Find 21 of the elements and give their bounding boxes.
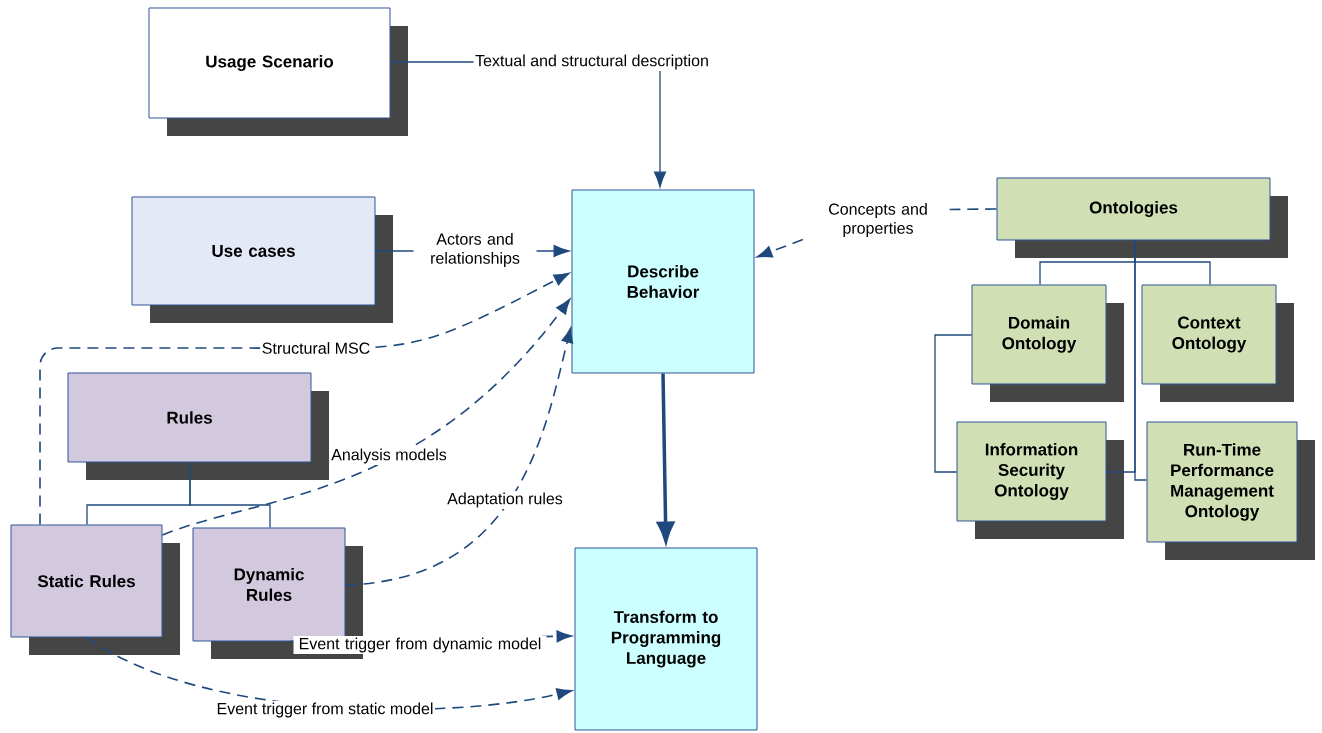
ontology-box: Information Security Ontology <box>956 421 1124 539</box>
edge-label: Event trigger from dynamic model <box>293 636 547 654</box>
edge-label: Textual and structural description <box>473 53 711 71</box>
ontology-box: Run-Time Performance Management Ontology <box>1146 421 1315 560</box>
ontology-box: Context Ontology <box>1141 284 1294 402</box>
edge-label: Event trigger from static model <box>215 701 435 719</box>
ontology-box: Domain Ontology <box>971 284 1124 402</box>
arrow <box>344 327 574 586</box>
ontology-box: Ontologies <box>996 177 1288 258</box>
process-box: Usage Scenario <box>148 7 408 136</box>
edge-label: Actors and relationships <box>413 231 537 269</box>
edge-label: Adaptation rules <box>445 491 565 509</box>
edge-label: Concepts and properties <box>806 201 950 239</box>
process-box: Transform to Programming Language <box>574 547 758 731</box>
arrow <box>161 298 571 536</box>
rule-box: Static Rules <box>10 524 180 655</box>
edge-label: Analysis models <box>329 447 449 465</box>
edge-label: Structural MSC <box>260 340 372 356</box>
rule-box: Rules <box>67 372 329 480</box>
process-box: Use cases <box>131 196 393 323</box>
process-box: Describe Behavior <box>571 189 755 374</box>
